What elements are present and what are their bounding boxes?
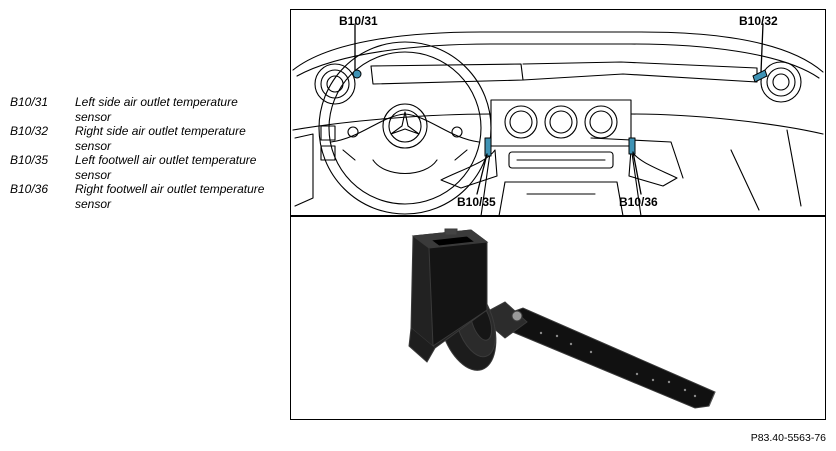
figure-frame: B10/31 B10/32 B10/35 B10/36 (290, 9, 826, 420)
legend-description: Left footwell air outlet temperature sen… (75, 153, 257, 182)
legend-description: Right footwell air outlet temperature se… (75, 182, 265, 211)
callout-b1036: B10/36 (619, 195, 658, 209)
callout-b1031: B10/31 (339, 14, 378, 28)
callout-b1032: B10/32 (739, 14, 778, 28)
legend-row-b1032: B10/32 Right side air outlet temperature… (10, 124, 280, 153)
legend-row-b1035: B10/35 Left footwell air outlet temperat… (10, 153, 280, 182)
legend: B10/31 Left side air outlet temperature … (10, 95, 280, 211)
sensor-closeup-illustration (408, 228, 716, 409)
legend-code: B10/31 (10, 95, 49, 109)
callout-b1035: B10/35 (457, 195, 496, 209)
legend-description: Left side air outlet temperature sensor (75, 95, 238, 124)
legend-code: B10/35 (10, 153, 49, 167)
legend-row-b1036: B10/36 Right footwell air outlet tempera… (10, 182, 280, 211)
figure-drawing: B10/31 B10/32 B10/35 B10/36 (291, 14, 825, 409)
legend-code: B10/32 (10, 124, 49, 138)
legend-row-b1031: B10/31 Left side air outlet temperature … (10, 95, 280, 124)
legend-description: Right side air outlet temperature sensor (75, 124, 246, 153)
legend-code: B10/36 (10, 182, 49, 196)
figure-reference-code: P83.40-5563-76 (750, 432, 826, 444)
dashboard-illustration (292, 23, 824, 217)
